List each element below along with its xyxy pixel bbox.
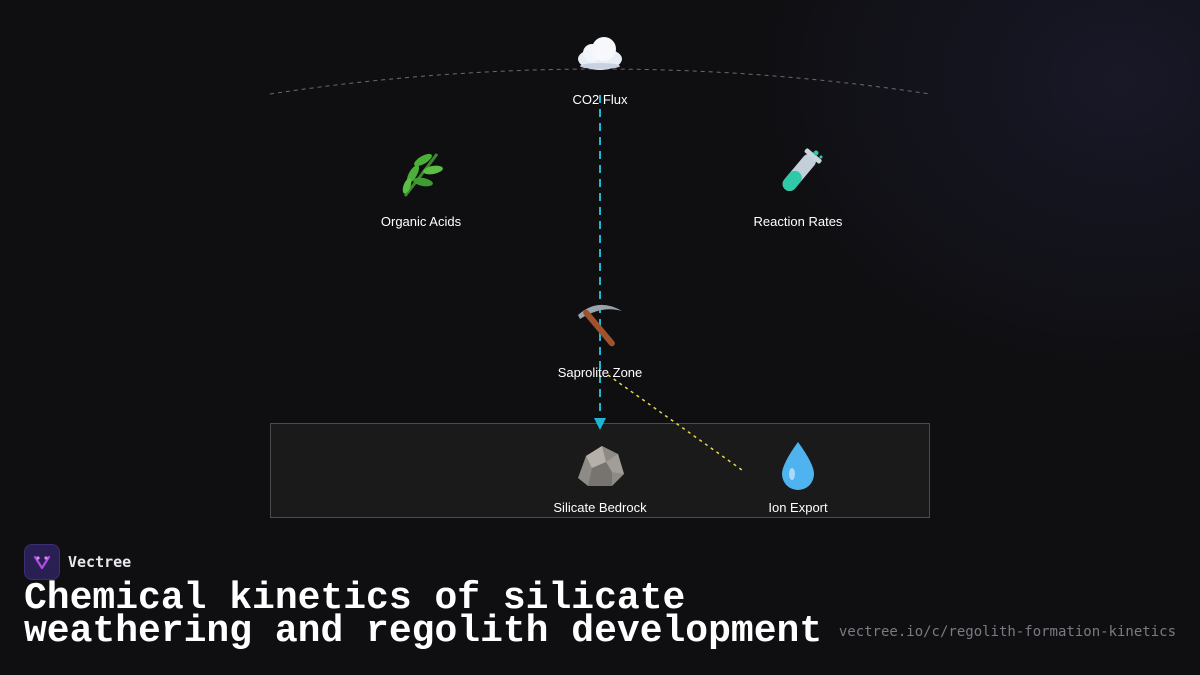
- arrowhead-bedrock: [594, 418, 606, 430]
- node-label: Silicate Bedrock: [553, 500, 647, 515]
- node-reaction-rates[interactable]: Reaction Rates: [698, 146, 898, 229]
- pick-icon: [578, 304, 622, 347]
- herb-icon: [402, 153, 443, 197]
- brand-name: Vectree: [68, 553, 132, 571]
- node-silicate-bedrock[interactable]: Silicate Bedrock: [500, 438, 700, 515]
- test-tube-icon: [782, 148, 823, 191]
- node-ion-export[interactable]: Ion Export: [698, 438, 898, 515]
- node-co2-flux[interactable]: CO2 Flux: [500, 26, 700, 107]
- node-saprolite-zone[interactable]: Saprolite Zone: [500, 297, 700, 380]
- node-label: Ion Export: [768, 500, 828, 515]
- node-organic-acids[interactable]: Organic Acids: [321, 146, 521, 229]
- page-url[interactable]: vectree.io/c/regolith-formation-kinetics: [838, 624, 1176, 640]
- node-label: Organic Acids: [380, 214, 462, 229]
- droplet-icon: [782, 442, 814, 490]
- brand[interactable]: Vectree: [24, 544, 131, 580]
- cloud-icon: [578, 37, 622, 70]
- node-label: Reaction Rates: [753, 214, 843, 229]
- node-label: Saprolite Zone: [557, 365, 643, 380]
- node-label: CO2 Flux: [572, 92, 628, 107]
- rock-icon: [578, 446, 624, 486]
- vectree-logo-icon: [24, 544, 60, 580]
- page-title: Chemical kinetics of silicate weathering…: [24, 577, 823, 653]
